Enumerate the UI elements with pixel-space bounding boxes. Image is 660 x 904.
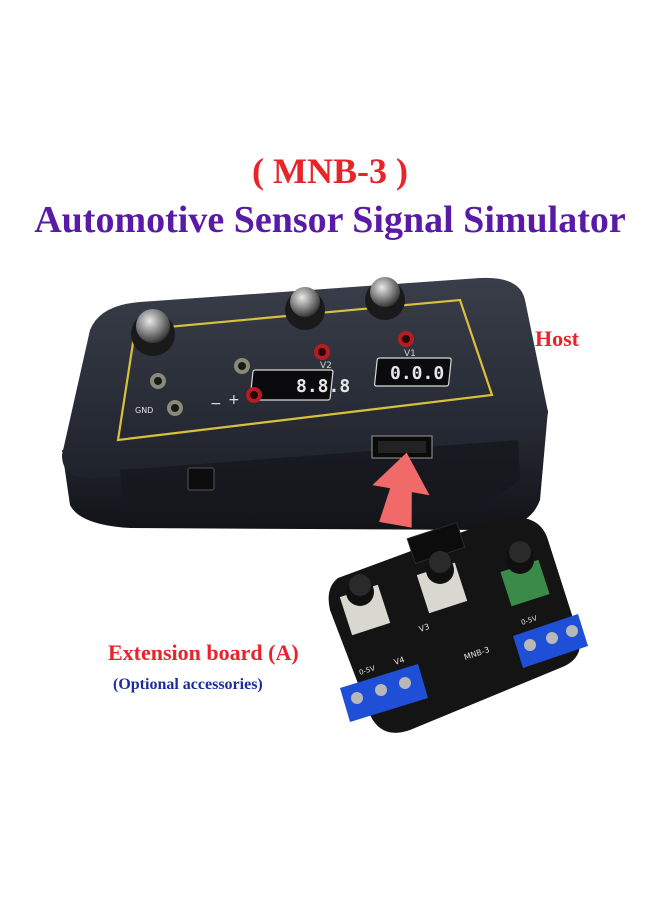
pot-1-icon[interactable] bbox=[339, 574, 391, 636]
pot-3-icon[interactable] bbox=[500, 541, 550, 607]
optional-accessories-label: (Optional accessories) bbox=[113, 676, 263, 693]
channel-v1-label: V1 bbox=[404, 349, 416, 359]
pot-2-icon[interactable] bbox=[416, 551, 468, 614]
terminal-block-left-icon bbox=[340, 664, 428, 722]
minus-label: − bbox=[210, 396, 222, 412]
knob-left-icon[interactable] bbox=[131, 309, 175, 356]
display-2-value: 0.0.0 bbox=[390, 363, 444, 384]
header-connector-icon bbox=[371, 435, 433, 459]
jack-gray-2-icon[interactable] bbox=[234, 358, 250, 374]
jack-gnd-icon[interactable] bbox=[167, 400, 183, 416]
extension-board: MNB-3 V3 V4 0-5V 0-5V bbox=[328, 516, 588, 733]
plus-label: + bbox=[228, 392, 240, 408]
jack-gray-1-icon[interactable] bbox=[150, 373, 166, 389]
panel-border bbox=[116, 298, 494, 442]
knob-right-icon[interactable] bbox=[365, 277, 405, 320]
channel-v2-label: V2 bbox=[320, 361, 332, 371]
terminal-block-right-icon bbox=[513, 614, 588, 668]
dc-jack-icon bbox=[187, 467, 215, 491]
gnd-label: GND bbox=[135, 406, 153, 415]
board-v4-label: V4 bbox=[393, 655, 406, 667]
jack-red-2-icon[interactable] bbox=[398, 331, 414, 347]
display-1: 8.8.8 bbox=[249, 369, 350, 401]
product-model: ( MNB-3 ) bbox=[252, 151, 408, 191]
knob-middle-icon[interactable] bbox=[285, 287, 325, 330]
jack-red-1-icon[interactable] bbox=[314, 344, 330, 360]
connection-arrow-icon bbox=[372, 452, 430, 528]
product-title: Automotive Sensor Signal Simulator bbox=[34, 199, 626, 241]
display-1-value: 8.8.8 bbox=[296, 376, 350, 397]
jack-red-3-icon[interactable] bbox=[246, 387, 262, 403]
display-2: 0.0.0 bbox=[374, 357, 452, 387]
extension-board-label: Extension board (A) bbox=[108, 640, 299, 665]
board-v3-label: V3 bbox=[418, 622, 431, 634]
host-device: 8.8.8 0.0.0 V1 V2 − + GND bbox=[62, 277, 548, 530]
host-label: Host bbox=[535, 326, 579, 351]
